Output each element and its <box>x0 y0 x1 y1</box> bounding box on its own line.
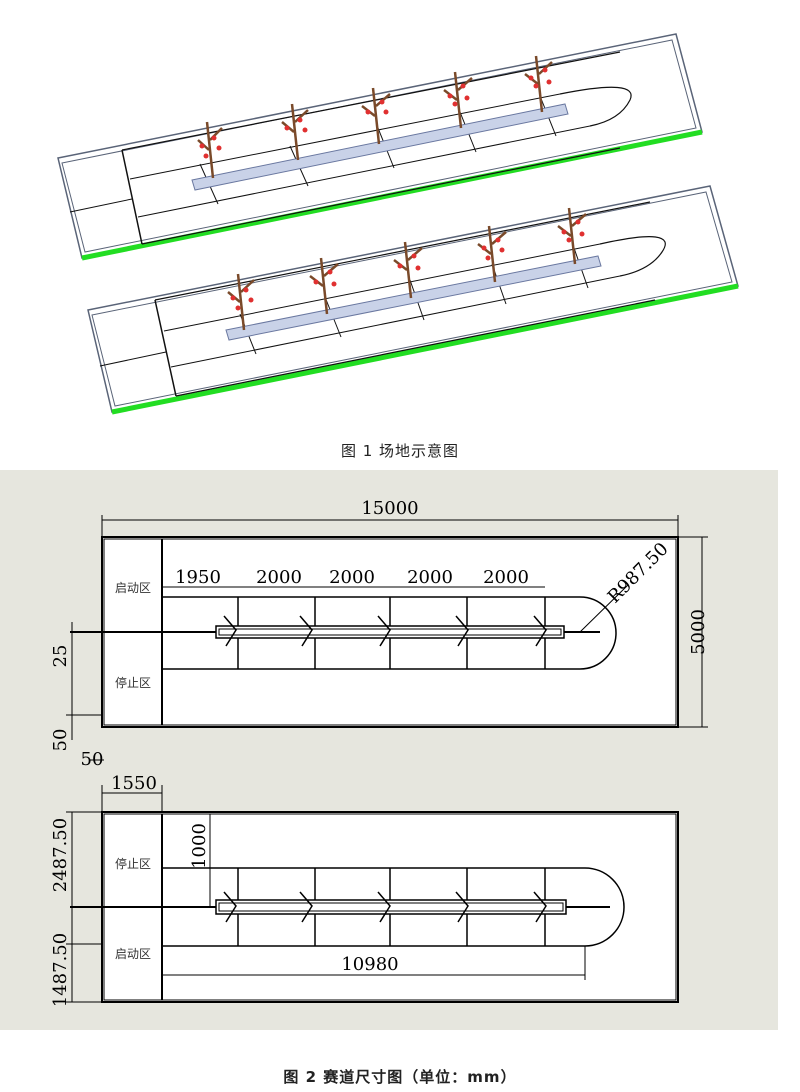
dim-lines-top <box>66 515 708 761</box>
zone-bottom-start: 启动区 <box>115 947 151 961</box>
dim-overall-length: 15000 <box>361 498 418 519</box>
dim-1000: 1000 <box>189 823 210 869</box>
dim-segment-4: 2000 <box>407 567 453 588</box>
dim-50-vertical: 50 <box>50 729 71 752</box>
dim-lines-bottom <box>66 785 586 1003</box>
dim-segment-1: 1950 <box>175 567 221 588</box>
dim-50-horizontal: 50 <box>81 749 104 770</box>
plan-top <box>70 536 679 728</box>
drawing-background <box>0 470 778 1030</box>
dim-2487-50: 2487.50 <box>50 818 71 892</box>
figure2-caption: 图 2 赛道尺寸图（单位：mm） <box>283 1068 517 1086</box>
zone-top-start: 启动区 <box>115 581 151 595</box>
dim-10980: 10980 <box>341 954 398 975</box>
zone-top-stop: 停止区 <box>115 675 151 690</box>
zone-bottom-stop: 停止区 <box>115 856 151 871</box>
figure1-caption: 图 1 场地示意图 <box>340 442 460 460</box>
dim-segment-5: 2000 <box>483 567 529 588</box>
dim-1550: 1550 <box>111 773 157 794</box>
dim-1487-50: 1487.50 <box>50 933 71 1007</box>
dim-radius: R987.50 <box>604 539 673 608</box>
dim-25: 25 <box>50 645 71 668</box>
field-upper <box>57 33 703 261</box>
field-3d-sketch <box>57 33 739 415</box>
dim-segment-2: 2000 <box>256 567 302 588</box>
dim-segment-3: 2000 <box>329 567 375 588</box>
dim-overall-width: 5000 <box>688 609 709 655</box>
field-lower <box>87 185 739 415</box>
plan-bottom <box>70 811 679 1003</box>
